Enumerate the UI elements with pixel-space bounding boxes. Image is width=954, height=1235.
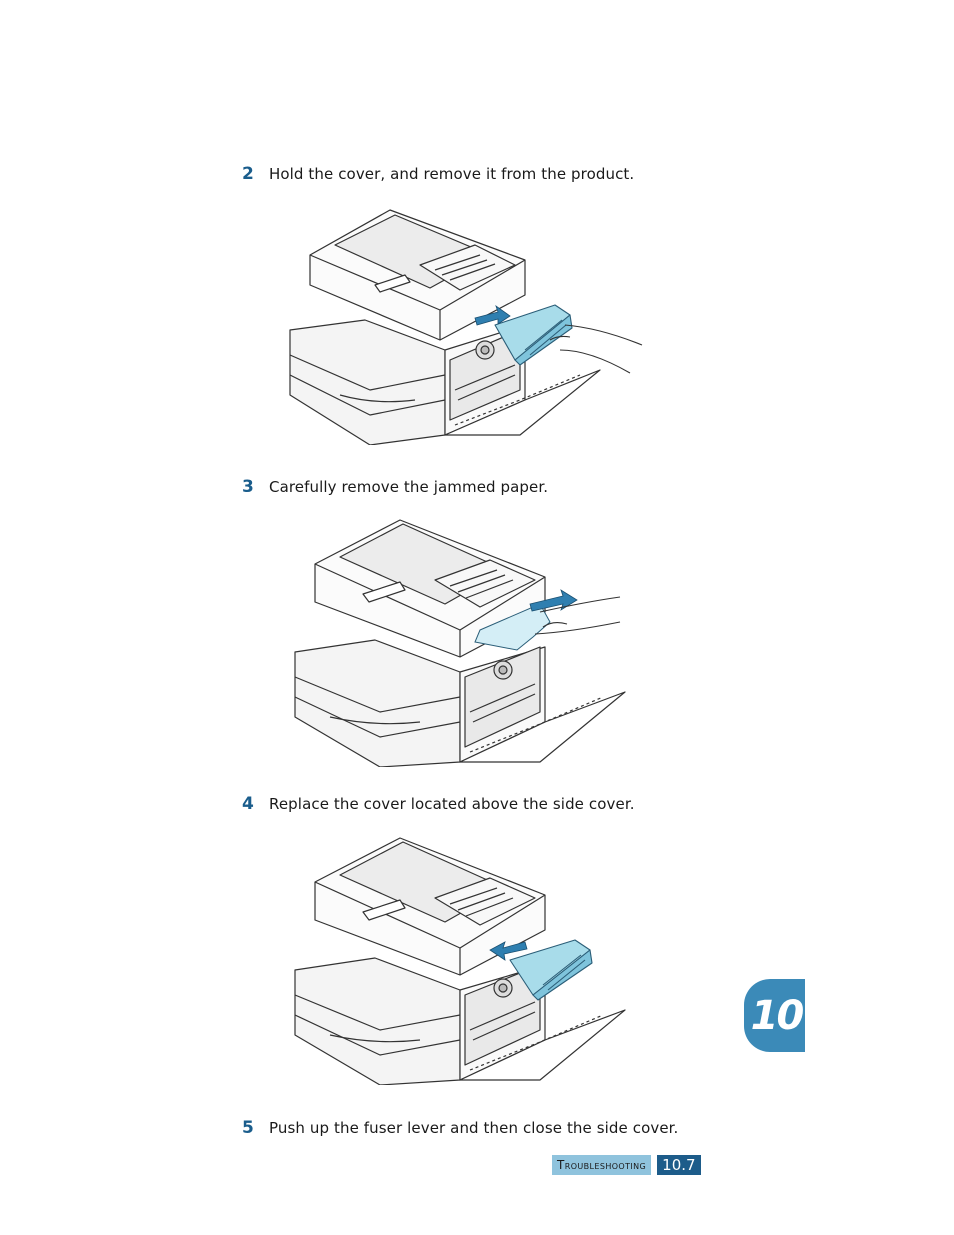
step-3: 3 Carefully remove the jammed paper. (242, 477, 548, 497)
step-text: Hold the cover, and remove it from the p… (269, 165, 635, 183)
printer-illustration-remove-cover (289, 209, 643, 445)
step-number: 5 (242, 1118, 254, 1138)
step-text: Push up the fuser lever and then close t… (269, 1119, 679, 1137)
printer-illustration-remove-paper (294, 519, 626, 767)
step-4: 4 Replace the cover located above the si… (242, 794, 635, 814)
chapter-number: 10 (750, 992, 805, 1039)
chapter-tab: 10 (744, 979, 805, 1052)
footer-section-title: Troubleshooting (552, 1155, 652, 1175)
step-number: 4 (242, 794, 254, 814)
page-footer: Troubleshooting 10.7 (552, 1155, 701, 1175)
step-5: 5 Push up the fuser lever and then close… (242, 1118, 678, 1138)
step-text: Carefully remove the jammed paper. (269, 478, 549, 496)
step-2: 2 Hold the cover, and remove it from the… (242, 164, 634, 184)
step-text: Replace the cover located above the side… (269, 795, 635, 813)
step-number: 3 (242, 477, 254, 497)
step-number: 2 (242, 164, 254, 184)
footer-page-number: 10.7 (657, 1155, 701, 1175)
printer-illustration-replace-cover (294, 837, 626, 1085)
